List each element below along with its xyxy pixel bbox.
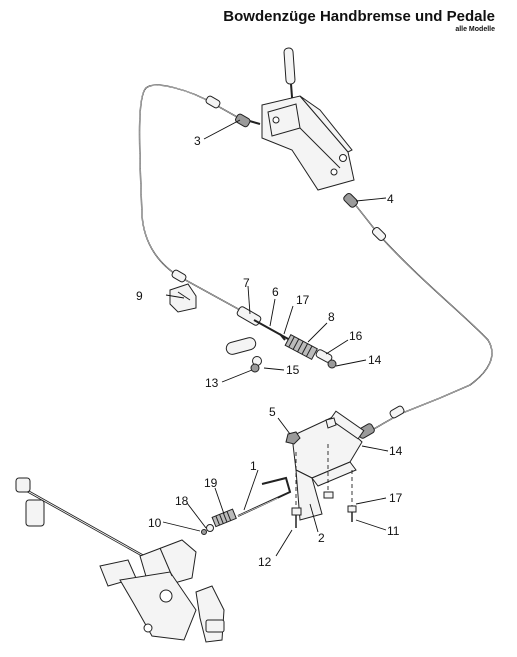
diagram-subtitle: alle Modelle	[455, 26, 495, 33]
callout-8: 8	[328, 310, 335, 324]
pedal-assembly	[15, 477, 225, 643]
leader-lines	[162, 119, 389, 557]
callout-14-upper: 14	[368, 353, 382, 367]
callout-6: 6	[272, 285, 279, 299]
brake-cables	[138, 84, 493, 431]
callout-12: 12	[258, 555, 272, 569]
diagram-title: Bowdenzüge Handbremse und Pedale	[223, 8, 495, 25]
callout-17-upper: 17	[296, 293, 310, 307]
callout-10: 10	[148, 516, 162, 530]
handbrake-lever-assembly	[245, 47, 355, 191]
spring-assembly	[225, 306, 337, 373]
callout-7: 7	[243, 276, 250, 290]
pedal-hardware	[285, 417, 357, 528]
pull-rod-1	[201, 476, 292, 535]
callout-19: 19	[204, 476, 218, 490]
callout-14-lower: 14	[389, 444, 403, 458]
callout-15: 15	[286, 363, 300, 377]
callout-18: 18	[175, 494, 189, 508]
callout-17-lower: 17	[389, 491, 403, 505]
callout-16: 16	[349, 329, 363, 343]
callout-11: 11	[387, 524, 400, 538]
callout-3: 3	[194, 134, 201, 148]
callout-4: 4	[387, 192, 394, 206]
callout-9: 9	[136, 289, 143, 303]
callout-numbers: 3 4 9 7 6 17 8 16 14 15 13 5 1 14 17 11 …	[136, 134, 403, 569]
cable-fittings	[171, 95, 405, 439]
callout-2: 2	[318, 531, 325, 545]
pedal-bracket-2	[291, 410, 365, 521]
callout-5: 5	[269, 405, 276, 419]
callout-1: 1	[250, 459, 257, 473]
callout-13: 13	[205, 376, 219, 390]
